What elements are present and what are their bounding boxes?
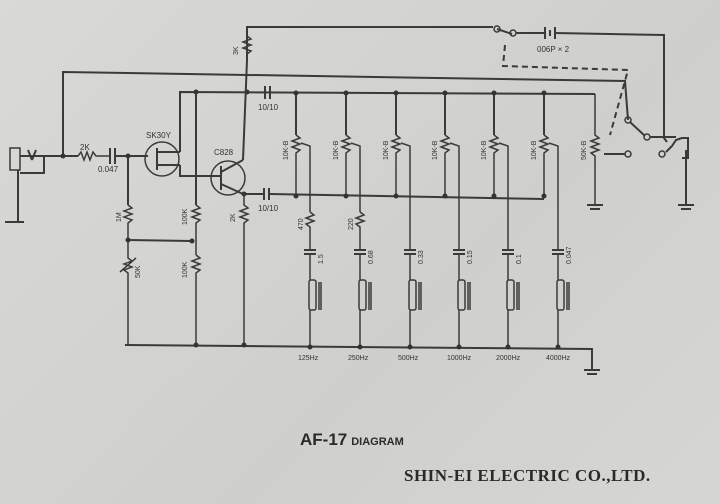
band-pot-label: 10K-B	[283, 140, 290, 160]
eq-band-2000Hz: 10K-B 0.1 2000Hz	[481, 90, 523, 362]
band-capacitor-label: 1.5	[318, 254, 325, 264]
inductor-icon	[308, 279, 317, 311]
band-frequency-label: 125Hz	[298, 355, 319, 362]
band-pot-label: 10K-B	[333, 140, 340, 160]
bypass-wire	[62, 70, 629, 155]
level-pot-label: 50K-B	[581, 140, 588, 160]
resistor-emitter-label: 2K	[230, 213, 237, 222]
band-frequency-label: 500Hz	[398, 355, 419, 362]
fet-transistor	[144, 141, 180, 177]
bjt-label: C828	[214, 148, 234, 157]
output-jack	[658, 137, 694, 210]
band-frequency-label: 4000Hz	[546, 355, 571, 362]
cap-input-label: 0.047	[98, 165, 119, 174]
company-name: SHIN-EI ELECTRIC CO.,LTD.	[404, 466, 651, 485]
inductor-icon	[408, 279, 417, 311]
ground-bus	[124, 344, 593, 370]
band-pot-label: 10K-B	[432, 140, 439, 160]
band-capacitor-label: 0.047	[566, 246, 573, 264]
band-frequency-label: 250Hz	[348, 355, 369, 362]
cap-out-bottom-label: 10/10	[258, 204, 279, 213]
title-suffix: DIAGRAM	[351, 436, 404, 448]
band-resistor-label: 470	[298, 218, 305, 230]
resistor-gate-label: 1M	[116, 212, 123, 222]
band-capacitor-label: 0.33	[418, 250, 425, 264]
eq-band-500Hz: 10K-B 0.33 500Hz	[383, 90, 425, 362]
band-pot-label: 10K-B	[481, 140, 488, 160]
resistor-supply	[240, 30, 254, 60]
inductor-icon	[506, 279, 515, 311]
band-resistor-label: 220	[348, 218, 355, 230]
band-capacitor-label: 0.15	[467, 250, 474, 264]
battery-label: 006P × 2	[537, 45, 570, 54]
bus-bottom	[268, 193, 545, 200]
bjt-transistor	[210, 159, 246, 196]
band-pot-label: 10K-B	[531, 140, 538, 160]
model-name: AF-17	[300, 430, 348, 449]
resistor-bias-pot-label: 50K	[135, 265, 142, 278]
eq-band-250Hz: 10K-B 220 0.68 250Hz	[333, 90, 375, 362]
band-pot-label: 10K-B	[383, 140, 390, 160]
resistor-input-label: 2K	[80, 143, 90, 152]
eq-band-1000Hz: 10K-B 0.15 1000Hz	[432, 90, 474, 362]
resistor-bias-top-label: 100K	[182, 208, 189, 225]
resistor-bias-bottom-label: 100K	[182, 261, 189, 278]
inductor-icon	[457, 279, 466, 311]
fet-label: SK30Y	[146, 131, 172, 140]
supply-wire	[246, 25, 668, 143]
cap-out-top-label: 10/10	[258, 103, 279, 112]
resistor-supply-label: 3K	[233, 46, 240, 55]
band-frequency-label: 2000Hz	[496, 355, 521, 362]
inductor-icon	[358, 279, 367, 311]
band-frequency-label: 1000Hz	[447, 355, 472, 362]
band-capacitor-label: 0.1	[516, 254, 523, 264]
eq-band-4000Hz: 10K-B 0.047 4000Hz	[531, 90, 573, 362]
inductor-icon	[556, 279, 565, 311]
input-jack	[5, 147, 45, 223]
eq-band-125Hz: 10K-B 470 1.5 125Hz	[283, 90, 325, 362]
bus-top	[179, 90, 596, 152]
band-capacitor-label: 0.68	[368, 250, 375, 264]
